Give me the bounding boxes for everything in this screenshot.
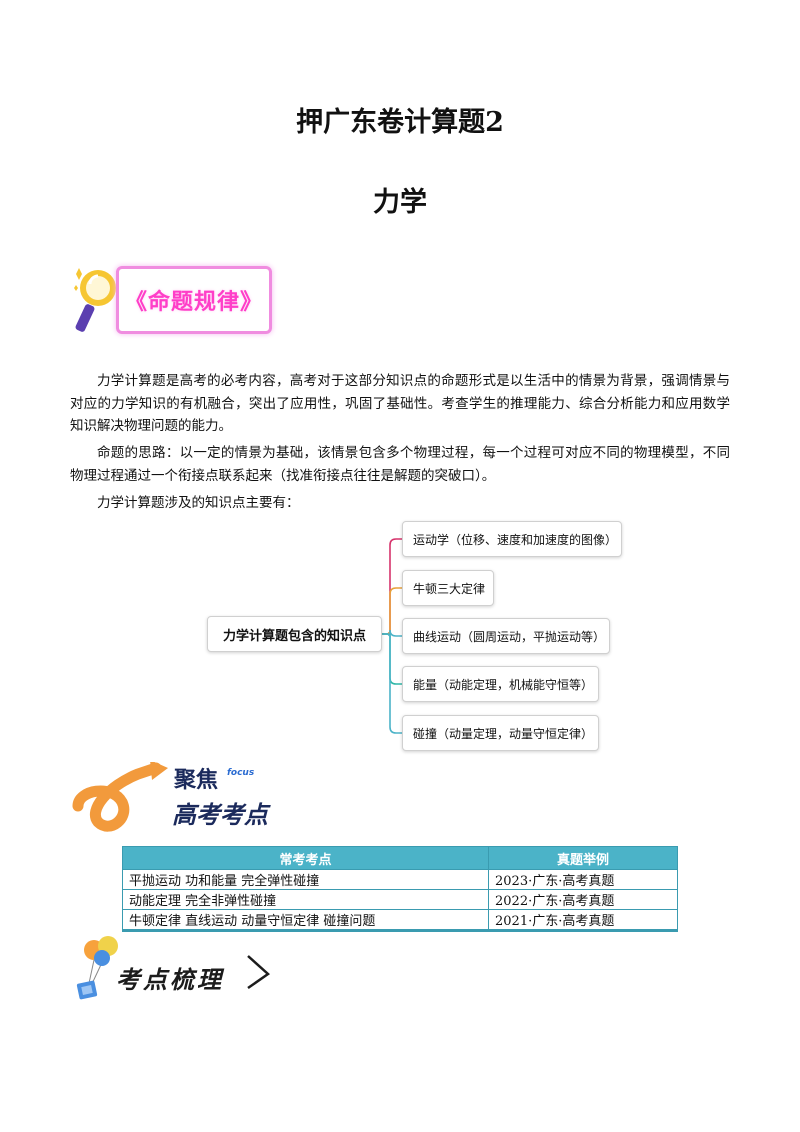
banner-focus-tag: focus	[227, 768, 255, 778]
mindmap-connector	[382, 538, 402, 635]
balloon-icon	[76, 936, 118, 1000]
mindmap-branch: 碰撞（动量定理，动量守恒定律）	[402, 715, 599, 751]
banner-frame: 《命题规律》	[116, 266, 272, 334]
table-cell: 动能定理 完全非弹性碰撞	[122, 889, 489, 910]
table-cell: 2021·广东·高考真题	[488, 909, 678, 932]
mindmap-connectors	[382, 538, 402, 734]
mindmap-connector	[382, 633, 402, 734]
mindmap-root: 力学计算题包含的知识点	[207, 616, 382, 652]
magnifier-icon	[74, 268, 116, 332]
mindmap-branch: 牛顿三大定律	[402, 570, 494, 606]
table-cell: 2022·广东·高考真题	[488, 889, 678, 910]
table-header-examples: 真题举例	[488, 846, 678, 870]
paragraph-approach: 命题的思路：以一定的情景为基础，该情景包含多个物理过程，每一个过程可对应不同的物…	[70, 445, 730, 484]
table-row: 动能定理 完全非弹性碰撞 2022·广东·高考真题	[122, 889, 678, 910]
table-header-points: 常考考点	[122, 846, 489, 870]
table-row: 牛顿定律 直线运动 动量守恒定律 碰撞问题 2021·广东·高考真题	[122, 909, 678, 932]
mindmap-branch: 曲线运动（圆周运动，平抛运动等）	[402, 618, 610, 654]
paragraph-topics-lead: 力学计算题涉及的知识点主要有：	[97, 495, 300, 511]
chevron-right-icon	[247, 955, 271, 990]
table-cell: 平抛运动 功和能量 完全弹性碰撞	[122, 869, 489, 890]
section-banner-focus: 聚焦 focus 高考考点	[72, 762, 292, 840]
swirl-arrow-icon	[72, 762, 168, 832]
mindmap-connector	[382, 629, 402, 638]
banner-label: 《命题规律》	[124, 290, 263, 315]
mindmap-branch: 运动学（位移、速度和加速度的图像）	[402, 521, 622, 557]
table-cell: 牛顿定律 直线运动 动量守恒定律 碰撞问题	[122, 909, 489, 932]
mindmap-connector	[382, 633, 402, 685]
banner-review-label: 考点梳理	[116, 966, 224, 994]
exam-points-table: 常考考点 真题举例 平抛运动 功和能量 完全弹性碰撞 2023·广东·高考真题 …	[122, 846, 678, 932]
document-subtitle: 力学	[373, 187, 427, 218]
knowledge-mindmap: 力学计算题包含的知识点 运动学（位移、速度和加速度的图像） 牛顿三大定律曲线运动（…	[200, 515, 622, 755]
paragraph-intro: 力学计算题是高考的必考内容，高考对于这部分知识点的命题形式是以生活中的情景为背景…	[70, 373, 730, 434]
banner-focus-line1: 聚焦	[174, 768, 219, 793]
banner-focus-line2: 高考考点	[172, 801, 268, 829]
section-banner-proposition: 《命题规律》	[72, 258, 272, 336]
mindmap-branch: 能量（动能定理，机械能守恒等）	[402, 666, 599, 702]
mindmap-connector	[382, 587, 402, 635]
section-banner-review: 考点梳理	[72, 930, 282, 1005]
table-cell: 2023·广东·高考真题	[488, 869, 678, 890]
table-row: 平抛运动 功和能量 完全弹性碰撞 2023·广东·高考真题	[122, 869, 678, 890]
document-title: 押广东卷计算题2	[296, 107, 504, 138]
